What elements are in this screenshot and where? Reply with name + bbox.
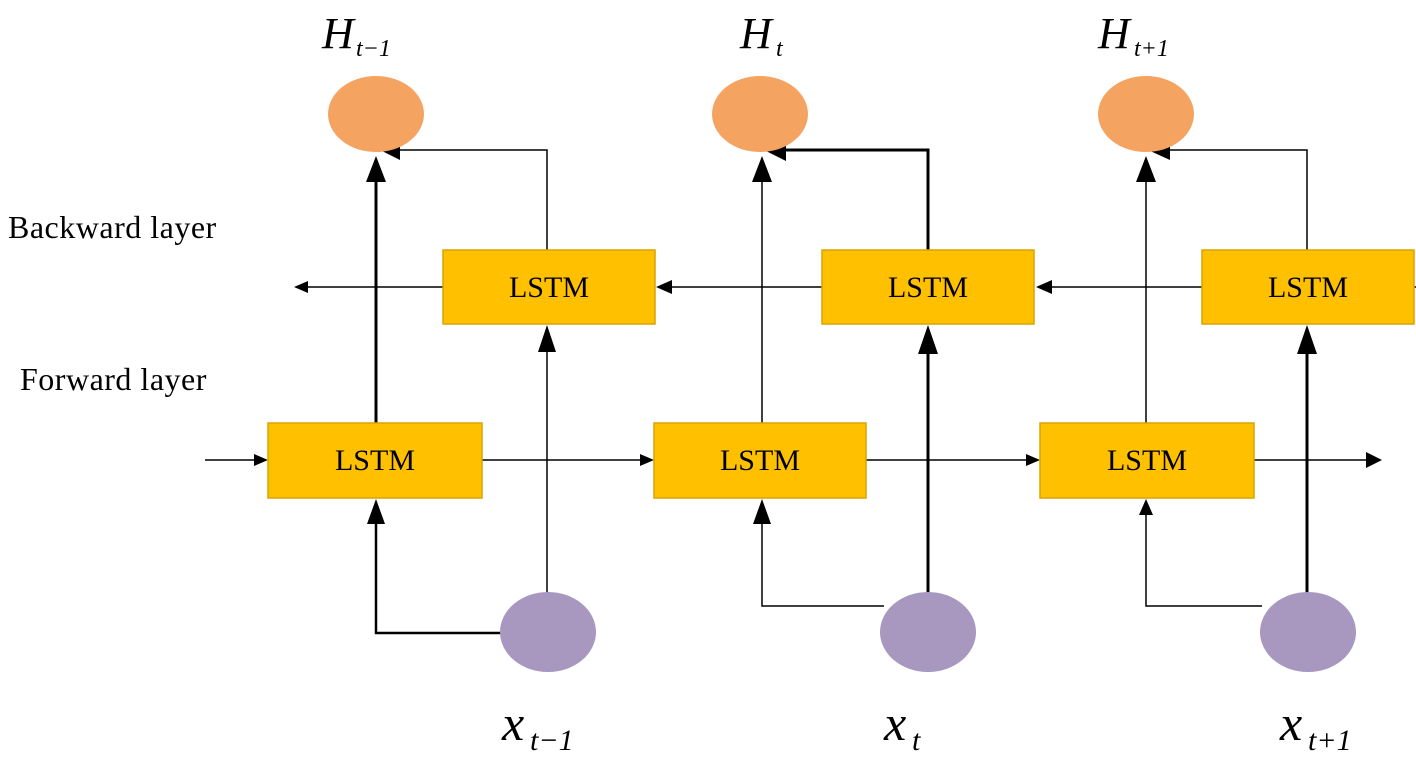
- backward-arrow-2: [1036, 280, 1052, 294]
- forward-lstm-cell-1: LSTM: [267, 422, 483, 499]
- lstm-label: LSTM: [720, 444, 800, 477]
- forward-lstm-cell-3: LSTM: [1039, 422, 1255, 499]
- timestep-t: [752, 139, 938, 607]
- backward-arrow-out: [294, 281, 308, 293]
- forward-arrow-in: [254, 454, 268, 466]
- output-subscript: t: [776, 36, 784, 62]
- lstm-label: LSTM: [509, 271, 589, 304]
- input-label-t-minus-1: x t−1: [501, 695, 574, 757]
- backward-lstm-cell-1: LSTM: [442, 249, 656, 325]
- output-node-t: [712, 76, 808, 152]
- input-subscript: t: [912, 724, 921, 757]
- input-subscript: t−1: [530, 724, 574, 757]
- forward-arrow-2: [1026, 454, 1040, 466]
- lstm-label: LSTM: [335, 444, 415, 477]
- output-node-t-minus-1: [328, 76, 424, 152]
- output-symbol: H: [1097, 9, 1132, 58]
- forward-lstm-cell-2: LSTM: [653, 422, 867, 499]
- input-node-t-minus-1: [500, 592, 596, 672]
- input-node-t: [880, 592, 976, 672]
- output-symbol: H: [739, 9, 774, 58]
- input-symbol: x: [501, 695, 524, 751]
- lstm-label: LSTM: [888, 271, 968, 304]
- backward-lstm-cell-3: LSTM: [1201, 249, 1415, 325]
- lstm-label: LSTM: [1107, 444, 1187, 477]
- output-subscript: t+1: [1134, 36, 1169, 62]
- input-label-t-plus-1: x t+1: [1279, 695, 1352, 757]
- input-symbol: x: [883, 695, 906, 751]
- forward-flow: [205, 452, 1382, 468]
- timestep-t-plus-1: [1136, 140, 1317, 607]
- backward-layer-label: Backward layer: [8, 209, 217, 245]
- forward-arrow-1: [640, 454, 654, 466]
- lstm-label: LSTM: [1268, 271, 1348, 304]
- input-node-t-plus-1: [1260, 592, 1356, 672]
- input-subscript: t+1: [1308, 724, 1352, 757]
- input-label-t: x t: [883, 695, 921, 757]
- output-node-t-plus-1: [1098, 76, 1194, 152]
- output-label-t: H t: [739, 9, 784, 62]
- output-label-t-minus-1: H t−1: [321, 9, 391, 62]
- input-symbol: x: [1279, 695, 1302, 751]
- backward-lstm-cell-2: LSTM: [821, 249, 1035, 325]
- forward-arrow-out: [1366, 452, 1382, 468]
- output-subscript: t−1: [356, 36, 391, 62]
- output-symbol: H: [321, 9, 356, 58]
- output-label-t-plus-1: H t+1: [1097, 9, 1169, 62]
- timestep-t-minus-1: [366, 140, 556, 635]
- backward-arrow-1: [656, 280, 672, 294]
- forward-layer-label: Forward layer: [20, 361, 207, 397]
